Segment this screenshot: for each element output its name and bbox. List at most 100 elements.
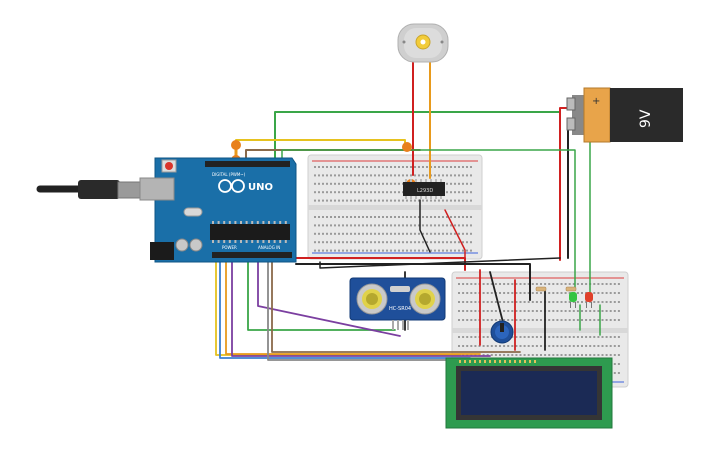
breadboard-hole xyxy=(322,199,324,202)
breadboard-hole xyxy=(470,182,472,185)
breadboard-hole xyxy=(458,166,460,168)
breadboard-hole xyxy=(482,345,485,347)
breadboard-hole xyxy=(535,336,538,338)
breadboard-hole xyxy=(314,241,316,244)
breadboard-hole xyxy=(613,283,616,285)
breadboard-hole xyxy=(597,336,600,338)
breadboard-hole xyxy=(494,345,497,347)
breadboard-hole xyxy=(338,249,340,252)
breadboard-hole xyxy=(390,182,392,185)
breadboard-hole xyxy=(358,224,360,227)
breadboard-hole xyxy=(564,354,567,356)
chip-pin xyxy=(240,221,242,224)
wire-chip-black xyxy=(419,199,431,253)
breadboard-hole xyxy=(346,166,348,168)
breadboard-hole xyxy=(374,174,376,177)
breadboard-hole xyxy=(314,224,316,227)
chip-pin xyxy=(273,240,276,243)
breadboard-hole xyxy=(597,283,600,285)
breadboard-hole xyxy=(450,241,452,244)
wire-purple-bottom xyxy=(231,244,491,357)
breadboard-hole xyxy=(503,354,506,356)
breadboard-hole xyxy=(442,216,444,218)
breadboard-hole xyxy=(540,354,542,356)
sensor-transducer-left xyxy=(356,283,388,315)
breadboard-hole xyxy=(446,166,448,168)
breadboard-hole xyxy=(378,199,380,202)
breadboard-hole xyxy=(470,224,472,227)
breadboard-hole xyxy=(540,283,542,285)
wire-gray-bottom xyxy=(267,244,456,361)
breadboard-hole xyxy=(450,174,452,177)
breadboard-hole xyxy=(499,354,501,356)
breadboard-hole xyxy=(466,241,468,244)
breadboard-hole xyxy=(442,166,444,168)
ic-pin xyxy=(440,196,442,199)
breadboard-hole xyxy=(366,166,368,168)
breadboard-hole xyxy=(503,345,506,347)
breadboard-hole xyxy=(576,301,579,303)
microcontroller-pins xyxy=(212,221,287,243)
breadboard-hole xyxy=(572,283,575,285)
breadboard-hole xyxy=(564,283,567,285)
breadboard-hole xyxy=(394,249,396,252)
breadboard-hole xyxy=(362,182,364,185)
lcd-pin xyxy=(494,360,496,363)
breadboard-hole xyxy=(466,301,469,303)
breadboard-hole xyxy=(374,216,376,218)
breadboard-hole xyxy=(358,249,360,252)
breadboard-hole xyxy=(601,310,604,312)
breadboard-hole xyxy=(386,224,388,227)
breadboard-hole xyxy=(342,224,344,227)
breadboard-hole xyxy=(410,174,412,177)
breadboard-hole xyxy=(540,310,542,312)
breadboard-hole xyxy=(466,354,469,356)
breadboard-hole xyxy=(605,301,608,303)
chip-pin xyxy=(262,221,265,224)
breadboard-hole xyxy=(422,199,424,202)
breadboard-hole xyxy=(490,354,493,356)
breadboard-hole xyxy=(515,354,518,356)
breadboard-hole xyxy=(503,283,506,285)
chip-pin xyxy=(268,221,270,224)
breadboard-hole xyxy=(318,166,320,168)
breadboard-hole xyxy=(581,310,583,312)
breadboard-hole xyxy=(314,216,316,218)
battery-9v: + 9V xyxy=(566,87,683,143)
breadboard-hole xyxy=(613,301,616,303)
breadboard-hole xyxy=(556,310,559,312)
ic-pin xyxy=(430,196,432,199)
breadboard-hole xyxy=(581,319,583,321)
breadboard-hole xyxy=(486,283,489,285)
breadboard-hole xyxy=(462,216,464,218)
breadboard-hole xyxy=(414,216,416,218)
breadboard-hole xyxy=(605,336,608,338)
breadboard-hole xyxy=(511,292,514,294)
breadboard-hole xyxy=(503,292,506,294)
breadboard-hole xyxy=(511,345,514,347)
breadboard-hole xyxy=(394,174,396,177)
breadboard-hole xyxy=(330,232,332,235)
breadboard-hole xyxy=(334,174,336,177)
breadboard-hole xyxy=(527,354,530,356)
breadboard-hole xyxy=(406,241,408,244)
breadboard-hole xyxy=(398,182,400,185)
breadboard-hole xyxy=(511,354,514,356)
breadboard-hole xyxy=(462,241,464,244)
chip-pin xyxy=(217,240,220,243)
breadboard-hole xyxy=(314,166,316,168)
breadboard-hole xyxy=(564,336,567,338)
breadboard-hole xyxy=(422,224,424,227)
chip-pin xyxy=(234,240,237,243)
breadboard-hole xyxy=(535,319,538,321)
breadboard-hole xyxy=(540,301,542,303)
breadboard-hole xyxy=(572,345,575,347)
breadboard-hole xyxy=(382,249,384,252)
breadboard-hole xyxy=(540,336,542,338)
breadboard-hole xyxy=(474,345,477,347)
chip-pin xyxy=(251,240,254,243)
lcd-pin xyxy=(529,360,531,363)
breadboard-hole xyxy=(466,249,468,252)
breadboard-hole xyxy=(568,336,571,338)
breadboard-hole xyxy=(330,216,332,218)
